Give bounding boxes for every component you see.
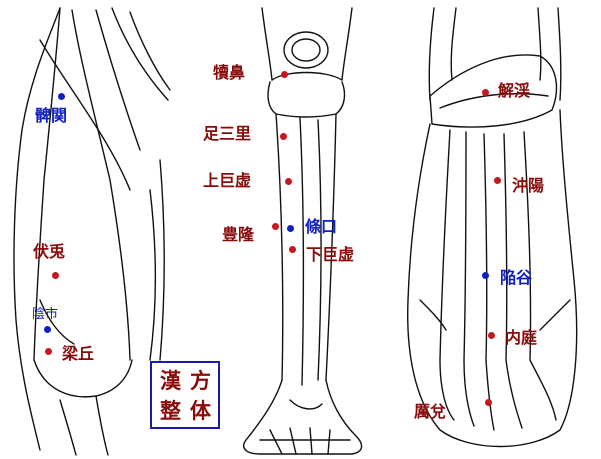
- kaikei-point: [482, 89, 489, 96]
- reida-label: 厲兌: [414, 402, 447, 421]
- inshi-label: 陰市: [32, 307, 59, 322]
- kaikei-label: 解渓: [498, 81, 531, 100]
- foot-drawing: [407, 7, 578, 448]
- jokokyo-label: 上巨虚: [203, 171, 252, 190]
- ashisanri-label: 足三里: [203, 124, 252, 143]
- reida-point: [485, 399, 492, 406]
- gekokyo-label: 下巨虚: [306, 245, 355, 264]
- badge-char-3: 整: [160, 398, 181, 423]
- naitei-label: 内庭: [505, 328, 538, 347]
- kampo-seitai-badge: 漢 方 整 体: [150, 361, 220, 429]
- fukuto-label: 伏兎: [33, 242, 66, 261]
- ashisanri-point: [280, 133, 287, 140]
- shoyo-point: [494, 177, 501, 184]
- shoyo-label: 沖陽: [512, 176, 545, 195]
- horyu-label: 豊隆: [222, 225, 255, 244]
- jouko-point: [287, 225, 294, 232]
- jouko-label: 條口: [305, 217, 338, 236]
- jokokyo-point: [285, 178, 292, 185]
- kankoku-label: 陥谷: [500, 268, 533, 287]
- horyu-point: [272, 223, 279, 230]
- kankoku-point: [482, 272, 489, 279]
- lower-leg-drawing: [242, 7, 363, 455]
- fukuto-point: [52, 272, 59, 279]
- tokubi-point: [281, 71, 288, 78]
- hikan-label: 髀関: [35, 106, 68, 125]
- ryokyu-point: [45, 348, 52, 355]
- inshi-point: [44, 326, 51, 333]
- badge-char-4: 体: [190, 398, 211, 423]
- badge-char-1: 漢: [160, 368, 181, 393]
- badge-char-2: 方: [190, 368, 211, 393]
- gekokyo-point: [289, 246, 296, 253]
- tokubi-label: 犢鼻: [213, 63, 246, 82]
- thigh-drawing: [13, 7, 171, 456]
- hikan-point: [58, 93, 65, 100]
- ryokyu-label: 梁丘: [62, 344, 95, 363]
- naitei-point: [488, 332, 495, 339]
